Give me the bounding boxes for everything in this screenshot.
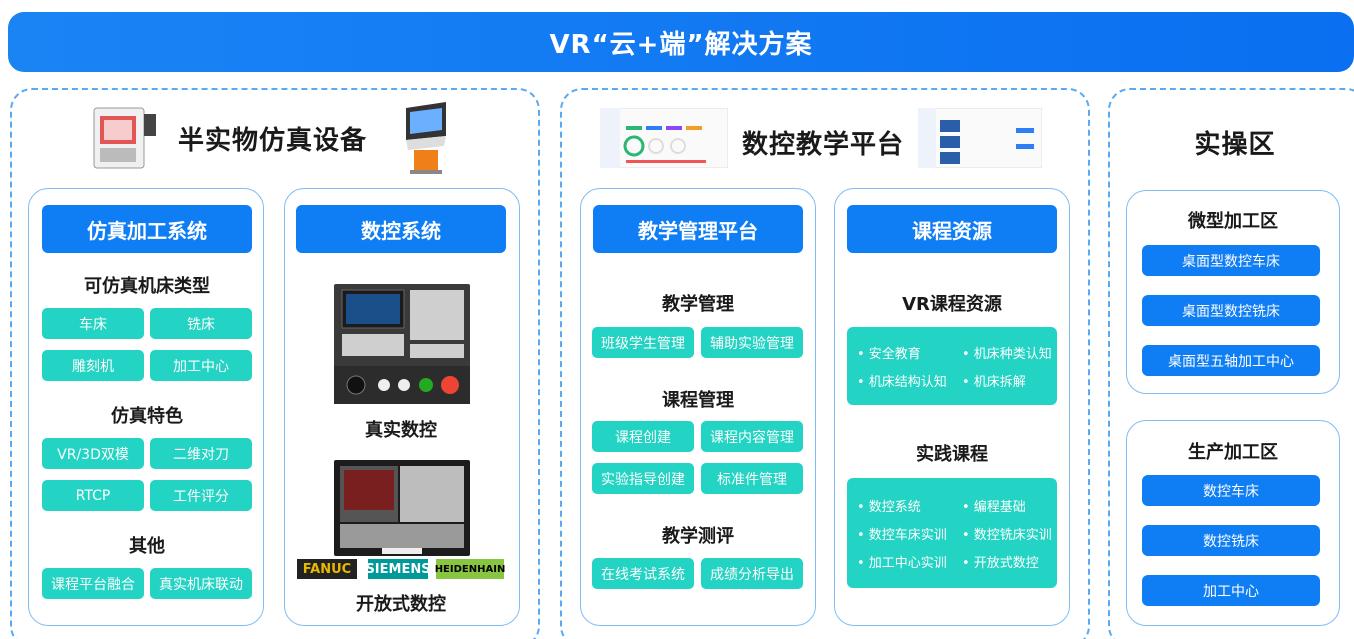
tag-standard-part-mgmt[interactable]: 标准件管理 [701, 463, 803, 494]
real-cnc-label: 真实数控 [365, 420, 437, 441]
tag-vr3d[interactable]: VR/3D双模 [42, 438, 144, 469]
tag-course-content-mgmt[interactable]: 课程内容管理 [701, 421, 803, 452]
vr-item-disassembly[interactable]: • 机床拆解 [962, 374, 1026, 390]
tag-aux-experiment-mgmt[interactable]: 辅助实验管理 [701, 327, 803, 358]
control-console-icon [406, 102, 446, 174]
siemens-logo: SIEMENS [365, 559, 431, 579]
panel-sim-system [28, 188, 264, 626]
production-item-cnc-lathe[interactable]: 数控车床 [1142, 475, 1320, 506]
tag-online-exam[interactable]: 在线考试系统 [592, 558, 694, 589]
micro-zone-heading: 微型加工区 [1188, 211, 1278, 232]
vr-item-machine-types[interactable]: • 机床种类认知 [962, 346, 1052, 362]
practice-item-lathe-training[interactable]: • 数控车床实训 [857, 527, 947, 543]
tag-engraver[interactable]: 雕刻机 [42, 350, 144, 381]
teaching-mgmt-group-heading: 教学管理 [662, 294, 734, 315]
micro-item-desktop-mill[interactable]: 桌面型数控铣床 [1142, 295, 1320, 326]
tag-mill[interactable]: 铣床 [150, 308, 252, 339]
practice-item-center-training[interactable]: • 加工中心实训 [857, 555, 947, 571]
vr-item-safety[interactable]: • 安全教育 [857, 346, 921, 362]
production-item-machining-center[interactable]: 加工中心 [1142, 575, 1320, 606]
section-title-simulation: 半实物仿真设备 [178, 126, 368, 156]
panel-teaching-mgmt [580, 188, 816, 626]
tag-lab-guide-create[interactable]: 实验指导创建 [592, 463, 694, 494]
tag-course-integration[interactable]: 课程平台融合 [42, 568, 144, 599]
micro-item-desktop-lathe[interactable]: 桌面型数控车床 [1142, 245, 1320, 276]
section-title-teaching: 数控教学平台 [742, 130, 905, 160]
course-screenshot-icon [918, 108, 1042, 168]
sim-system-header[interactable]: 仿真加工系统 [42, 205, 252, 253]
machine-types-heading: 可仿真机床类型 [84, 276, 210, 297]
tag-machining-center[interactable]: 加工中心 [150, 350, 252, 381]
cnc-panel-image [334, 284, 470, 404]
practice-course-list: • 数控系统 • 编程基础 • 数控车床实训 • 数控铣床实训 • 加工中心实训… [847, 478, 1057, 588]
tag-rtcp[interactable]: RTCP [42, 480, 144, 511]
practice-course-heading: 实践课程 [916, 444, 988, 465]
practice-item-programming[interactable]: • 编程基础 [962, 499, 1026, 515]
banner-title: VR“云+端”解决方案 [8, 12, 1354, 72]
production-item-cnc-mill[interactable]: 数控铣床 [1142, 525, 1320, 556]
tag-course-create[interactable]: 课程创建 [592, 421, 694, 452]
section-teaching-platform [560, 88, 1090, 639]
tag-real-machine-link[interactable]: 真实机床联动 [150, 568, 252, 599]
micro-item-desktop-5axis[interactable]: 桌面型五轴加工中心 [1142, 345, 1320, 376]
cnc-system-header[interactable]: 数控系统 [296, 205, 506, 253]
fanuc-logo: FANUC [297, 559, 357, 579]
open-cnc-screen-image [334, 460, 470, 556]
tag-lathe[interactable]: 车床 [42, 308, 144, 339]
practice-item-mill-training[interactable]: • 数控铣床实训 [962, 527, 1052, 543]
vr-course-heading: VR课程资源 [902, 294, 1002, 315]
tag-workpiece-score[interactable]: 工件评分 [150, 480, 252, 511]
features-heading: 仿真特色 [111, 406, 183, 427]
vr-item-machine-structure[interactable]: • 机床结构认知 [857, 374, 947, 390]
tag-tool-setting[interactable]: 二维对刀 [150, 438, 252, 469]
production-zone-heading: 生产加工区 [1188, 442, 1278, 463]
vr-course-list: • 安全教育 • 机床种类认知 • 机床结构认知 • 机床拆解 [847, 327, 1057, 405]
dashboard-screenshot-icon [600, 108, 728, 168]
practice-item-cnc-system[interactable]: • 数控系统 [857, 499, 921, 515]
section-title-practice: 实操区 [1194, 130, 1276, 160]
heidenhain-logo: HEIDENHAIN [435, 559, 505, 579]
section-simulation-equipment [10, 88, 540, 639]
assessment-group-heading: 教学测评 [662, 526, 734, 547]
teaching-mgmt-header[interactable]: 教学管理平台 [593, 205, 803, 253]
open-cnc-label: 开放式数控 [356, 594, 446, 615]
course-resources-header[interactable]: 课程资源 [847, 205, 1057, 253]
other-heading: 其他 [129, 536, 165, 557]
section-practice-area [1108, 88, 1354, 639]
tag-grade-export[interactable]: 成绩分析导出 [701, 558, 803, 589]
cnc-machine-icon [93, 107, 156, 169]
tag-class-student-mgmt[interactable]: 班级学生管理 [592, 327, 694, 358]
course-mgmt-group-heading: 课程管理 [662, 390, 734, 411]
practice-item-open-cnc[interactable]: • 开放式数控 [962, 555, 1039, 571]
